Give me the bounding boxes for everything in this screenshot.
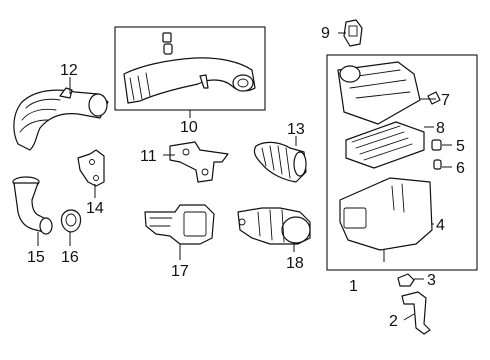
callout-3: 3	[427, 272, 436, 289]
callout-8: 8	[436, 120, 445, 137]
part-11-bracket	[169, 141, 229, 183]
part-7-upper-case	[337, 61, 421, 125]
part-17-intake	[144, 204, 215, 245]
callout-5: 5	[456, 138, 465, 155]
part-12-resonator	[13, 87, 109, 151]
callout-13: 13	[287, 121, 305, 138]
part-8-filter-element	[345, 121, 425, 169]
part-15-elbow-duct	[12, 176, 53, 235]
part-9-sensor	[343, 19, 363, 47]
callout-10: 10	[180, 119, 198, 136]
callout-17: 17	[171, 263, 189, 280]
part-16-gasket	[60, 209, 82, 233]
part-10-intake-duct	[123, 32, 256, 104]
callout-6: 6	[456, 160, 465, 177]
callout-15: 15	[27, 249, 45, 266]
callout-4: 4	[436, 217, 445, 234]
part-13-hose	[253, 141, 307, 183]
frame-air-cleaner-box	[326, 54, 478, 271]
part-14-bracket	[77, 149, 105, 187]
part-6-grommet	[433, 159, 442, 170]
part-clip	[427, 91, 441, 105]
callout-12: 12	[60, 62, 78, 79]
callout-9: 9	[321, 25, 330, 42]
callout-18: 18	[286, 255, 304, 272]
part-2-bracket	[401, 291, 431, 335]
callout-7: 7	[441, 92, 450, 109]
callout-1: 1	[349, 278, 358, 295]
callout-11: 11	[140, 148, 157, 165]
callout-14: 14	[86, 200, 104, 217]
part-4-lower-case	[339, 177, 433, 251]
leader-2	[403, 313, 415, 321]
part-3-nut	[397, 273, 415, 287]
callout-16: 16	[61, 249, 79, 266]
part-5-grommet	[431, 139, 442, 151]
callout-2: 2	[389, 313, 398, 330]
part-18-component	[237, 207, 311, 245]
